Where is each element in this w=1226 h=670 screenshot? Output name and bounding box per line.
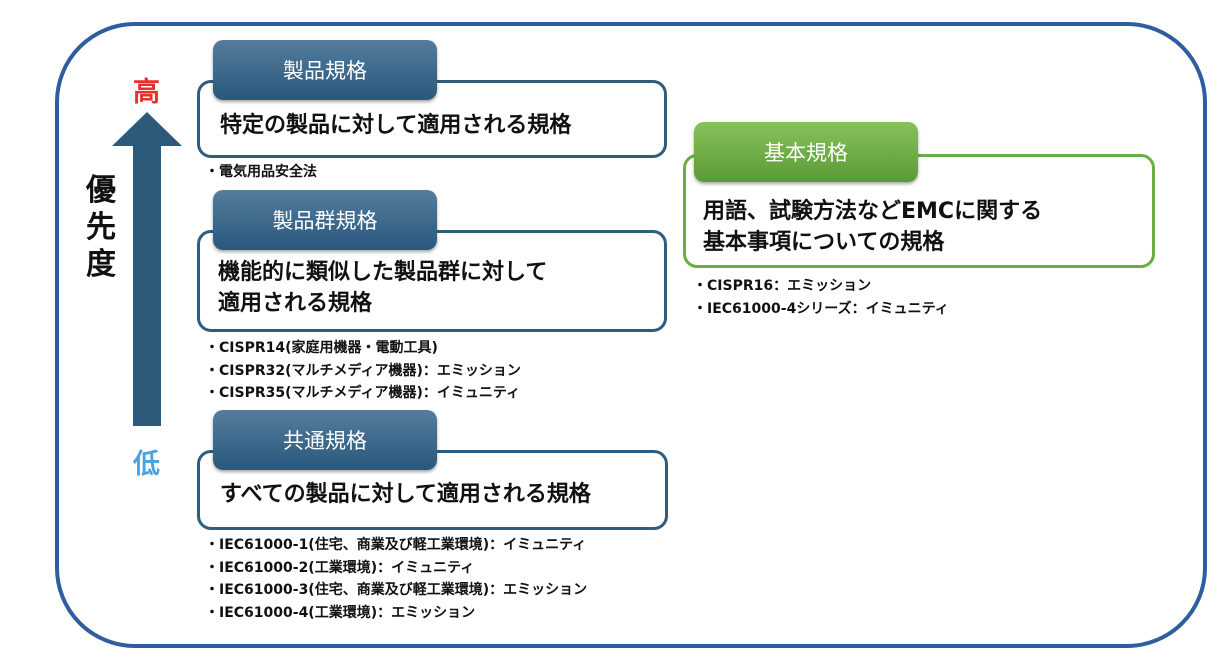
priority-axis-label: 優先度 [86,173,116,282]
basic-items: ・CISPR16：エミッション ・IEC61000-4シリーズ：イミュニティ [693,275,949,320]
generic-standard-tab: 共通規格 [213,410,437,470]
desc-line: 基本事項についての規格 [703,230,945,255]
list-item: ・CISPR14(家庭用機器・電動工具) [205,340,438,356]
basic-standard-desc: 用語、試験方法などEMCに関する 基本事項についての規格 [703,196,1042,258]
product-family-standard-tab: 製品群規格 [213,190,437,250]
diagram-frame [55,22,1207,648]
list-item: ・CISPR16：エミッション [693,278,872,294]
priority-arrow-icon [112,112,182,426]
product-family-items: ・CISPR14(家庭用機器・電動工具) ・CISPR32(マルチメディア機器)… [205,337,521,405]
product-standard-item: ・電気用品安全法 [205,164,317,180]
desc-line: 機能的に類似した製品群に対して [218,260,548,285]
desc-line: 適用される規格 [218,291,373,316]
basic-standard-tab: 基本規格 [694,122,918,182]
list-item: ・IEC61000-3(住宅、商業及び軽工業環境)：エミッション [205,582,588,598]
desc-line: 用語、試験方法などEMCに関する [703,199,1043,224]
list-item: ・IEC61000-1(住宅、商業及び軽工業環境)：イミュニティ [205,537,587,553]
list-item: ・IEC61000-2(工業環境)：イミュニティ [205,559,475,576]
product-family-standard-desc: 機能的に類似した製品群に対して 適用される規格 [218,257,547,319]
generic-items: ・IEC61000-1(住宅、商業及び軽工業環境)：イミュニティ ・IEC610… [205,534,587,624]
list-item: ・CISPR35(マルチメディア機器)：イミュニティ [205,385,521,401]
product-standard-tab: 製品規格 [213,40,437,100]
list-item: ・IEC61000-4シリーズ：イミュニティ [693,300,949,317]
priority-low-label: 低 [133,449,160,480]
generic-standard-desc: すべての製品に対して適用される規格 [220,482,591,507]
product-standard-desc: 特定の製品に対して適用される規格 [220,113,572,138]
list-item: ・CISPR32(マルチメディア機器)：エミッション [205,362,521,379]
list-item: ・IEC61000-4(工業環境)：エミッション [205,604,476,621]
priority-high-label: 高 [133,77,160,108]
